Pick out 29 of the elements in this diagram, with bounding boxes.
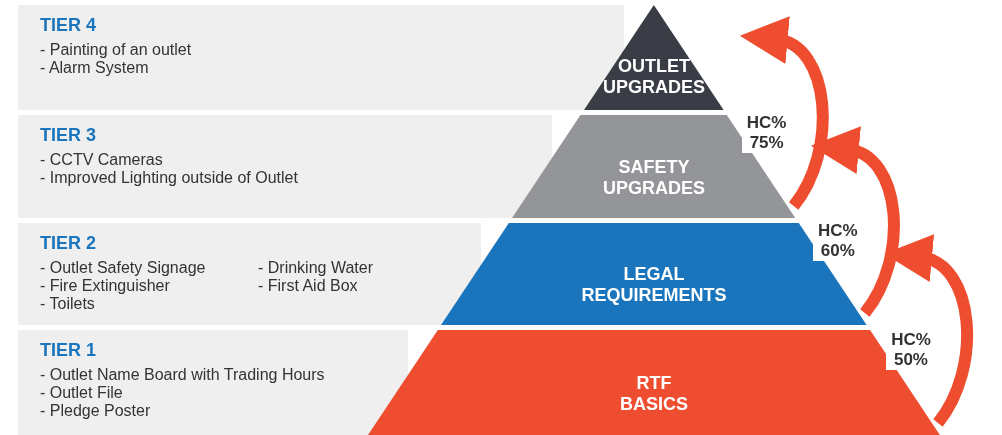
tier-heading: TIER 2 <box>40 233 96 254</box>
list-item: - First Aid Box <box>258 277 358 295</box>
tier-panel <box>18 115 553 218</box>
layer-label: OUTLET UPGRADES <box>601 55 706 98</box>
tier-panel <box>18 330 409 435</box>
curved-arrow <box>811 128 900 317</box>
layer-label: SAFETY UPGRADES <box>601 156 706 199</box>
pyramid-layer <box>368 330 940 435</box>
list-item: - Improved Lighting outside of Outlet <box>40 169 298 187</box>
pyramid-layer <box>512 115 796 218</box>
list-item: - Outlet Safety Signage <box>40 259 206 277</box>
curved-arrow <box>740 18 829 210</box>
tier-heading: TIER 1 <box>40 340 96 361</box>
list-item: - Toilets <box>40 295 95 313</box>
list-item: - Outlet Name Board with Trading Hours <box>40 366 325 384</box>
list-item: - Alarm System <box>40 59 149 77</box>
tier-heading: TIER 4 <box>40 15 96 36</box>
tier-panel <box>18 223 482 325</box>
tier-heading: TIER 3 <box>40 125 96 146</box>
pyramid-layer <box>441 223 867 325</box>
list-item: - Painting of an outlet <box>40 41 192 59</box>
layer-label: LEGAL REQUIREMENTS <box>580 264 728 306</box>
list-item: - Outlet File <box>40 384 123 402</box>
list-item: - Pledge Poster <box>40 402 151 420</box>
list-item: - Drinking Water <box>258 259 373 277</box>
list-item: - CCTV Cameras <box>40 151 163 169</box>
list-item: - Fire Extinguisher <box>40 277 170 295</box>
pyramid-layer <box>584 5 724 110</box>
layer-label: RTF BASICS <box>618 372 689 415</box>
